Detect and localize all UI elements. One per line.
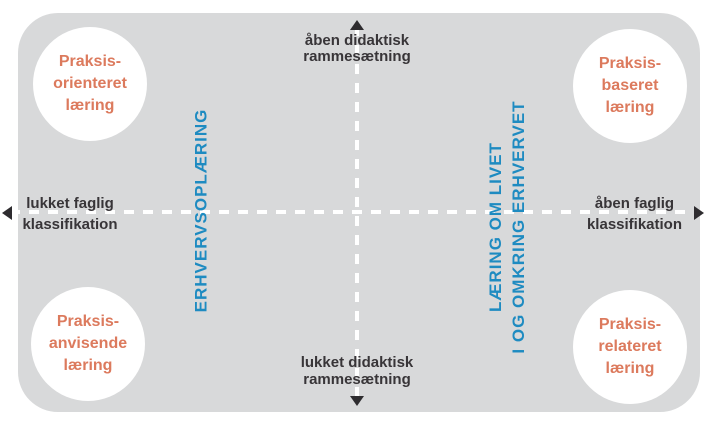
arrow-right-icon (694, 206, 704, 220)
axis-label-left: lukket faglig klassifikation (22, 195, 118, 233)
axis-label-top: åben didaktisk rammesætning (303, 32, 411, 65)
quadrant-circle-label: Praksis- orienteret læring (53, 53, 127, 114)
quadrant-circle-bottom-right: Praksis- relateret læring (573, 290, 687, 404)
dimension-label-left-vertical: ERHVERVSOPLÆRING (191, 108, 211, 313)
arrow-up-icon (350, 20, 364, 30)
axis-label-right: åben faglig klassifikation (586, 195, 683, 233)
quadrant-circle-label: Praksis- baseret læring (598, 55, 662, 116)
arrow-down-icon (350, 396, 364, 406)
quadrant-circle-label: Praksis- anvisende læring (48, 313, 128, 374)
quadrant-circle-bottom-left: Praksis- anvisende læring (31, 287, 145, 401)
quadrant-circle-top-right: Praksis- baseret læring (573, 29, 687, 143)
quadrant-circle-top-left: Praksis- orienteret læring (33, 27, 147, 141)
vertical-axis-line (355, 26, 359, 403)
arrow-left-icon (2, 206, 12, 220)
quadrant-circle-label: Praksis- relateret læring (598, 316, 662, 377)
dimension-label-right-vertical: LÆRING OM LIVET I OG OMKRING ERHVERVET (486, 100, 528, 354)
axis-label-bottom: lukket didaktisk rammesætning (300, 354, 414, 388)
